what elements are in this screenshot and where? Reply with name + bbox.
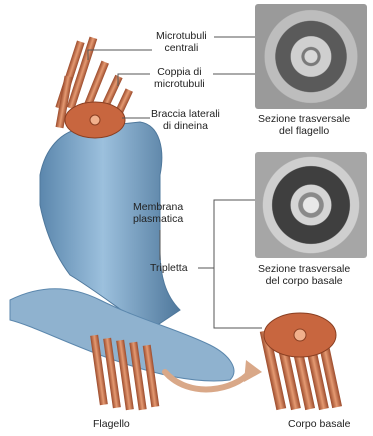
label-sezione-flagello: Sezione trasversale del flagello (258, 113, 350, 137)
label-flagello: Flagello (93, 418, 130, 430)
label-braccia-dineina: Braccia laterali di dineina (151, 108, 220, 132)
microtubule-bundle-top (55, 37, 133, 138)
label-microtubuli-centrali: Microtubuli centrali (156, 30, 207, 54)
label-membrana: Membrana plasmatica (133, 201, 183, 225)
arrow-head (244, 360, 262, 382)
label-tripletta: Tripletta (150, 262, 188, 274)
label-corpo-basale: Corpo basale (288, 418, 350, 430)
label-coppia-microtubuli: Coppia di microtubuli (154, 66, 205, 90)
flagellum-cross-section-image (255, 4, 367, 109)
basal-body-cross-section-image (255, 152, 367, 258)
basal-body (260, 313, 342, 410)
label-sezione-corpo: Sezione trasversale del corpo basale (258, 263, 350, 287)
